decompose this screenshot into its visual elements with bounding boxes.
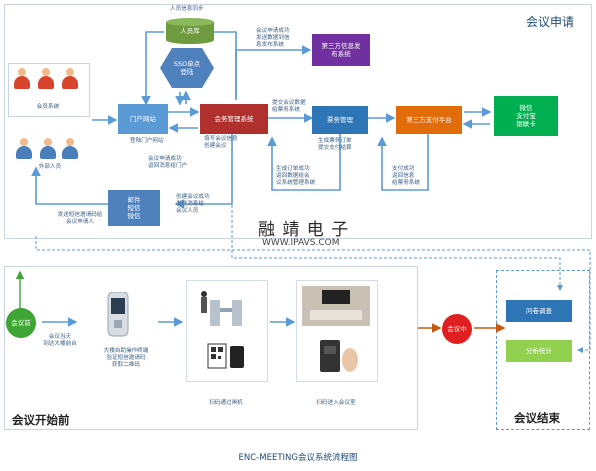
region-meeting-apply	[4, 4, 592, 239]
hr-db-node[interactable]: 人员库	[166, 18, 214, 44]
meeting-end-title: 会议结束	[514, 411, 560, 425]
user-icon	[40, 138, 56, 160]
meeting-apply-title: 会议申请	[526, 15, 575, 29]
meeting-during-node[interactable]: 会议中	[442, 314, 472, 344]
qr-phone-icon	[206, 342, 250, 370]
member-system-label: 会员系统	[36, 104, 60, 110]
submit-ticket-label: 提交会议数据 给票务系统	[272, 100, 306, 113]
meeting-start-title: 会议开始前	[12, 413, 70, 427]
meeting-mgmt-node[interactable]: 会务管理系统	[200, 104, 268, 134]
gate-box	[186, 280, 268, 382]
portal-node[interactable]: 门户网站	[118, 104, 168, 134]
scan-room-label: 扫码进入会议室	[316, 400, 356, 406]
room-box	[296, 280, 378, 382]
kiosk-label: 大楼自助操作终端 验证短信邀请码 获取二维码	[103, 348, 149, 368]
user-icon	[62, 138, 78, 160]
send-sms-label: 发送短信邀请码给 会议申请人	[57, 212, 103, 225]
footer-title: ENC-MEETING会议系统流程图	[238, 453, 358, 463]
member-system-box	[8, 63, 90, 117]
ticket-mgmt-node[interactable]: 票务管理	[312, 106, 368, 134]
fill-info-label: 填写会议信息 创建会议	[204, 136, 238, 149]
gen-order-success-label: 生成订单成功 返回数据给会 议系统管理系统	[276, 166, 316, 186]
sso-label: SSO单点 登陆	[173, 59, 201, 76]
user-group-icon	[14, 68, 30, 90]
gate-icon	[196, 288, 258, 328]
pay-success-label: 支付成功 返回信息 给票务系统	[392, 166, 420, 186]
database-icon	[166, 18, 214, 44]
survey-node[interactable]: 问卷调查	[506, 300, 572, 322]
external-person-label: 外部人员	[38, 164, 62, 170]
login-portal-label: 登陆门户网站	[130, 138, 164, 144]
gen-ticket-order-label: 生成票务订单 提交支付结算	[318, 138, 352, 151]
watermark-brand: 融 靖 电 子	[258, 220, 350, 240]
region-meeting-start	[4, 266, 418, 430]
pay-methods-node[interactable]: 微信 支付宝 银联卡	[494, 96, 558, 136]
user-icon	[16, 138, 32, 160]
user-group-icon	[62, 68, 78, 90]
watermark-url: WWW.IPAVS.COM	[262, 238, 340, 248]
analytics-node[interactable]: 分析统计	[506, 340, 572, 362]
user-group-icon	[38, 68, 54, 90]
third-party-publish-node[interactable]: 第三方信息发 布系统	[312, 34, 370, 66]
publish-note-label: 会议申请成功 发送数据到信 息发布系统	[256, 28, 290, 48]
card-reader-icon	[316, 338, 362, 374]
arrive-front-label: 会议当天 到达大楼前台	[43, 334, 77, 347]
notify-node[interactable]: 邮件 短信 微信	[108, 190, 160, 226]
create-success-label: 创建会议成功 发送消息给 会议人员	[176, 194, 210, 214]
sso-node[interactable]: SSO单点 登陆	[160, 48, 214, 88]
third-party-pay-node[interactable]: 第三方支付平台	[396, 106, 462, 134]
kiosk-icon	[106, 291, 130, 338]
hr-db-label: 人员库	[180, 26, 200, 35]
scan-gate-label: 扫码通过闸机	[209, 400, 243, 406]
meeting-before-node[interactable]: 会议前	[6, 308, 36, 338]
success-return-label: 会议申请成功 返回消息给门户	[148, 156, 188, 169]
hr-sync-label: 人员信息同步	[170, 6, 204, 12]
sso-hexagon-icon	[160, 48, 214, 88]
meeting-room-icon	[302, 286, 370, 326]
